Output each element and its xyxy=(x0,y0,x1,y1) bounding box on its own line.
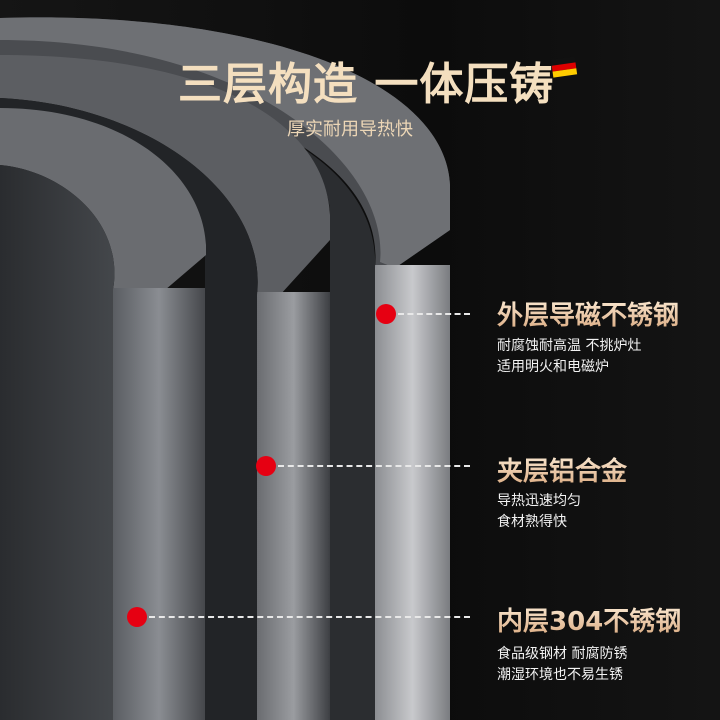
outer-layer-dashed-line xyxy=(398,313,470,315)
desc-line: 潮湿环境也不易生锈 xyxy=(497,667,623,683)
desc-line: 食品级钢材 耐腐防锈 xyxy=(497,646,628,662)
middle-layer-rim xyxy=(0,55,330,295)
desc-line: 导热迅速均匀 xyxy=(497,493,581,509)
page-subtitle: 厚实耐用导热快 xyxy=(287,119,413,140)
page-title: 三层构造 一体压铸 xyxy=(178,59,555,110)
desc-line: 适用明火和电磁炉 xyxy=(497,359,609,375)
outer-layer-wall xyxy=(375,265,450,720)
middle-layer-dashed-line xyxy=(278,465,470,467)
germany-flag-icon xyxy=(550,56,578,78)
middle-layer-region xyxy=(0,72,376,720)
desc-line: 耐腐蚀耐高温 不挑炉灶 xyxy=(497,338,642,354)
pot-interior xyxy=(0,165,115,720)
inner-layer-label: 内层304不锈钢 xyxy=(497,601,681,638)
middle-layer-label: 夹层铝合金 xyxy=(497,451,627,488)
middle-layer-wall xyxy=(257,292,330,720)
inner-layer-dashed-line xyxy=(149,616,470,618)
desc-line: 食材熟得快 xyxy=(497,514,567,530)
outer-layer-description: 耐腐蚀耐高温 不挑炉灶 适用明火和电磁炉 xyxy=(497,336,641,378)
inner-layer-marker-dot xyxy=(127,607,147,627)
inner-layer-description: 食品级钢材 耐腐防锈 潮湿环境也不易生锈 xyxy=(497,644,627,686)
inner-region xyxy=(0,98,258,720)
outer-layer-marker-dot xyxy=(376,304,396,324)
inner-layer-wall xyxy=(113,288,205,720)
middle-layer-description: 导热迅速均匀 食材熟得快 xyxy=(497,491,581,533)
inner-layer-rim xyxy=(0,108,206,290)
outer-layer-label: 外层导磁不锈钢 xyxy=(497,295,679,332)
outer-layer-rim-edge xyxy=(0,17,450,268)
middle-layer-marker-dot xyxy=(256,456,276,476)
